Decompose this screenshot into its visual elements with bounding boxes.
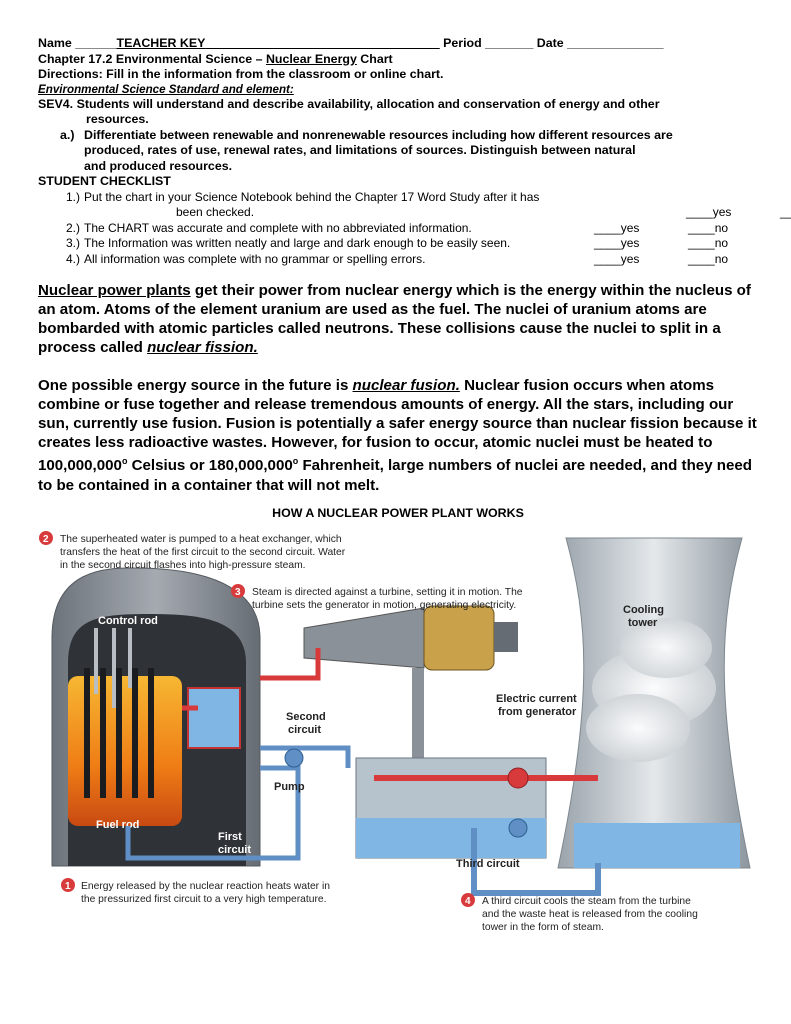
period-date: Period _______ Date ______________ xyxy=(439,36,664,50)
name-line: Name ______TEACHER KEY__________________… xyxy=(38,36,664,50)
worksheet-page: Name ______TEACHER KEY__________________… xyxy=(38,36,791,520)
svg-text:in the second circuit flashes: in the second circuit flashes into high-… xyxy=(60,560,306,571)
checklist-title: STUDENT CHECKLIST xyxy=(38,174,171,188)
checklist: 1.) Put the chart in your Science Notebo… xyxy=(38,189,791,268)
yes-blank[interactable]: ____yes xyxy=(594,251,640,266)
step-3-text: Steam is directed against a turbine, set… xyxy=(252,587,523,598)
standard-heading: Environmental Science Standard and eleme… xyxy=(38,82,294,96)
step-1-text: Energy released by the nuclear reaction … xyxy=(81,881,330,892)
nuclear-plant-diagram: Cooling tower Control rod Fuel rod First… xyxy=(39,531,751,933)
name-value: TEACHER KEY xyxy=(116,36,206,50)
step-2-text: The superheated water is pumped to a hea… xyxy=(60,534,342,545)
yes-blank[interactable]: ____yes xyxy=(594,236,640,251)
checklist-item-cont: been checked. ____yes ____no xyxy=(38,205,791,221)
no-blank[interactable]: ____no xyxy=(688,236,729,251)
label-third-circuit: Third circuit xyxy=(456,858,520,870)
fusion-paragraph: One possible energy source in the future… xyxy=(38,377,757,494)
yes-blank[interactable]: ____yes xyxy=(594,220,640,235)
checklist-item: 2.) The CHART was accurate and complete … xyxy=(38,221,758,237)
chapter-line: Chapter 17.2 Environmental Science – Nuc… xyxy=(38,51,393,66)
svg-text:transfers the heat of the firs: transfers the heat of the first circuit … xyxy=(60,547,346,558)
no-blank[interactable]: ____no xyxy=(688,251,729,266)
svg-text:the pressurized first circuit: the pressurized first circuit to a very … xyxy=(81,894,327,905)
label-cooling: Cooling xyxy=(623,604,664,616)
label-electric-current: Electric current xyxy=(496,693,577,705)
step-4-badge xyxy=(461,893,475,907)
svg-text:turbine sets the generator in: turbine sets the generator in motion, ge… xyxy=(252,600,516,611)
pump-icon xyxy=(284,748,304,768)
figure-title: HOW A NUCLEAR POWER PLANT WORKS xyxy=(272,505,524,520)
checklist-item: 1.) Put the chart in your Science Notebo… xyxy=(65,189,540,204)
directions: Directions: Fill in the information from… xyxy=(38,67,444,81)
svg-text:circuit: circuit xyxy=(218,844,251,856)
step-4-text: A third circuit cools the steam from the… xyxy=(482,896,691,907)
step-3-badge xyxy=(231,584,245,598)
label-control-rod: Control rod xyxy=(98,615,158,627)
yes-blank[interactable]: ____yes xyxy=(686,205,732,220)
no-blank[interactable]: ____no xyxy=(780,205,791,220)
checklist-item: 3.) The Information was written neatly a… xyxy=(38,236,758,252)
fission-paragraph: Nuclear power plants get their power fro… xyxy=(38,282,751,357)
no-blank[interactable]: ____no xyxy=(688,220,729,235)
svg-text:tower in the form of steam.: tower in the form of steam. xyxy=(482,922,604,933)
reactor-containment xyxy=(51,567,261,867)
svg-text:circuit: circuit xyxy=(288,724,321,736)
label-pump: Pump xyxy=(274,781,305,793)
svg-text:tower: tower xyxy=(628,617,658,629)
svg-text:3: 3 xyxy=(235,587,241,598)
step-1-badge xyxy=(61,878,75,892)
element-a: a.) Differentiate between renewable and … xyxy=(60,127,673,173)
cooling-tower xyxy=(557,537,751,869)
label-first-circuit: First xyxy=(218,831,242,843)
svg-text:2: 2 xyxy=(43,534,49,545)
svg-text:4: 4 xyxy=(465,896,471,907)
svg-text:1: 1 xyxy=(65,881,71,892)
checklist-item: 4.) All information was complete with no… xyxy=(38,252,758,268)
term-nuclear-fusion: nuclear fusion. xyxy=(352,377,460,395)
step-2-badge xyxy=(39,531,53,545)
svg-text:and the waste heat is released: and the waste heat is released from the … xyxy=(482,909,698,920)
label-second-circuit: Second xyxy=(286,711,326,723)
standard-sev4: SEV4. Students will understand and descr… xyxy=(38,96,660,111)
label-fuel-rod: Fuel rod xyxy=(96,819,139,831)
turbine xyxy=(303,605,518,671)
term-nuclear-fission: nuclear fission. xyxy=(147,339,258,357)
term-nuclear-power-plants: Nuclear power plants xyxy=(38,282,191,300)
svg-text:from generator: from generator xyxy=(498,706,577,718)
